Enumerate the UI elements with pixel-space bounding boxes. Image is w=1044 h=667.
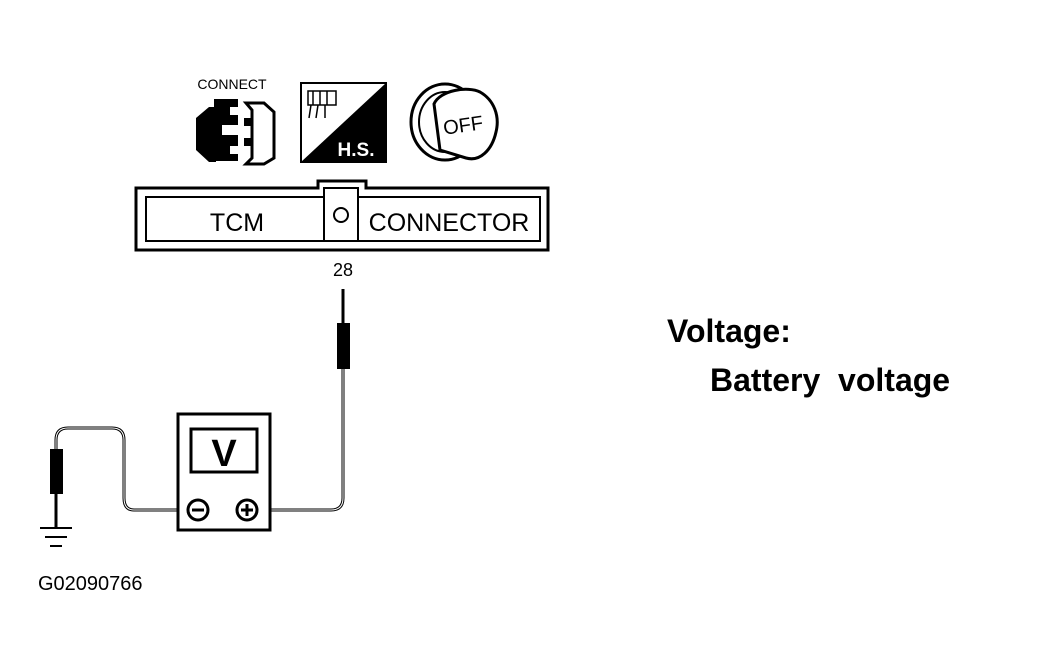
- tcm-connector: TCM CONNECTOR 28: [134, 179, 550, 280]
- positive-terminal-icon: [235, 498, 259, 522]
- connector-label: CONNECTOR: [369, 209, 530, 237]
- negative-probe-lead: [50, 426, 183, 527]
- hs-label: H.S.: [338, 140, 375, 161]
- terminal-28-pin: [333, 207, 349, 223]
- tcm-label: TCM: [210, 209, 264, 237]
- meter-display: V: [211, 433, 237, 475]
- ignition-key-off-icon: OFF: [409, 82, 499, 162]
- spec-title: Voltage:: [667, 313, 791, 349]
- positive-probe-lead: [262, 289, 350, 512]
- figure-id: G02090766: [38, 573, 143, 595]
- negative-terminal-icon: [186, 498, 210, 522]
- terminal-number: 28: [333, 260, 353, 280]
- connector-connect-icon: CONNECT: [196, 76, 276, 166]
- voltmeter: V: [176, 412, 272, 532]
- connect-label: CONNECT: [197, 76, 267, 92]
- ground-symbol-icon: [40, 527, 72, 547]
- harness-side-icon: H.S.: [300, 82, 387, 163]
- spec-value: Battery voltage: [710, 362, 950, 398]
